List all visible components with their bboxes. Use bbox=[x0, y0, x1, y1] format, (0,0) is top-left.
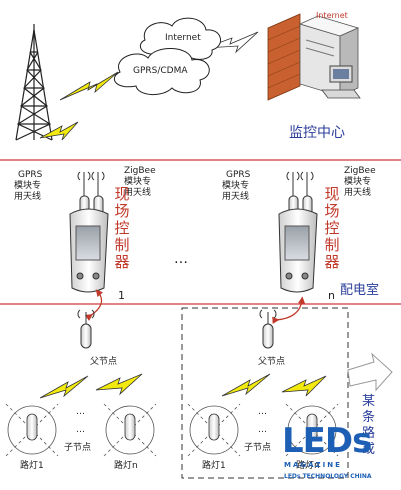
distribution-room-label: 配电室 bbox=[340, 283, 380, 298]
wireless-link-lightning-icon bbox=[39, 373, 327, 399]
street-lamp-label: 路灯1 bbox=[202, 461, 226, 471]
parent-node-antenna-icon bbox=[77, 309, 95, 349]
gprs-antenna-label-line: 模块专 bbox=[222, 181, 250, 191]
watermark-subtitle: MAGAZINE bbox=[284, 461, 342, 469]
street-lamp-label: 路灯n bbox=[114, 461, 138, 471]
parent-node-antenna-icon bbox=[259, 309, 277, 349]
node-ellipsis: … bbox=[76, 425, 85, 435]
zigbee-link-arrow bbox=[85, 289, 306, 324]
gprs-antenna-label: GPRS 模块专 用天线 bbox=[222, 170, 250, 203]
child-node-label: 子节点 bbox=[244, 443, 272, 453]
server-label: Internet bbox=[316, 11, 348, 20]
controller-index: 1 bbox=[118, 289, 125, 302]
node-ellipsis: … bbox=[258, 425, 267, 435]
street-lamp-node-icon bbox=[187, 403, 241, 457]
zigbee-antenna-label-line: 用天线 bbox=[124, 188, 152, 198]
road-section-label: 某条路或 bbox=[362, 394, 376, 457]
road-section-box bbox=[181, 307, 349, 479]
zigbee-antenna-label-line: 模块专 bbox=[344, 177, 372, 187]
zigbee-antenna-label-line: ZigBee bbox=[124, 166, 156, 176]
node-ellipsis: … bbox=[76, 407, 85, 417]
zigbee-antenna-label-line: ZigBee bbox=[344, 166, 376, 176]
gprs-cloud-icon bbox=[114, 47, 210, 95]
street-lamp-node-icon bbox=[103, 403, 157, 457]
field-controller-label: 现场控制器 bbox=[114, 185, 130, 271]
server-firewall-icon bbox=[267, 13, 361, 101]
gprs-antenna-label-line: 模块专 bbox=[14, 181, 42, 191]
node-ellipsis: … bbox=[258, 407, 267, 417]
gprs-antenna-label-line: 用天线 bbox=[14, 192, 42, 202]
radio-tower-icon bbox=[15, 24, 53, 141]
field-controller-device-icon bbox=[278, 171, 318, 293]
zigbee-antenna-label: ZigBee 模块专 用天线 bbox=[344, 166, 376, 199]
zigbee-antenna-label: ZigBee 模块专 用天线 bbox=[124, 166, 156, 199]
street-lamp-label: 路灯n bbox=[296, 461, 320, 471]
street-lamp-node-icon bbox=[285, 403, 339, 457]
controller-ellipsis: … bbox=[174, 251, 188, 267]
gprs-antenna-label-line: 用天线 bbox=[222, 192, 250, 202]
parent-node-label: 父节点 bbox=[258, 357, 286, 367]
child-node-label: 子节点 bbox=[64, 443, 92, 453]
street-lamp-label: 路灯1 bbox=[20, 461, 44, 471]
gprs-cloud-label: GPRS/CDMA bbox=[133, 66, 188, 76]
street-lamp-node-icon bbox=[5, 403, 59, 457]
field-controller-label: 现场控制器 bbox=[324, 185, 340, 271]
zigbee-antenna-label-line: 模块专 bbox=[124, 177, 152, 187]
gprs-antenna-label: GPRS 模块专 用天线 bbox=[14, 170, 42, 203]
gprs-antenna-label-line: GPRS bbox=[18, 170, 43, 180]
lightning-icon bbox=[39, 31, 259, 141]
parent-node-label: 父节点 bbox=[90, 357, 118, 367]
watermark-tagline: LEDs TECHNOLOGY CHINA bbox=[284, 473, 372, 480]
controller-index: n bbox=[328, 289, 335, 302]
field-controller-device-icon bbox=[69, 171, 109, 293]
gprs-antenna-label-line: GPRS bbox=[226, 170, 251, 180]
center-label: 监控中心 bbox=[289, 125, 345, 141]
hollow-arrow-icon bbox=[347, 352, 393, 392]
zigbee-antenna-label-line: 用天线 bbox=[344, 188, 372, 198]
watermark-logo: LEDs bbox=[282, 421, 372, 461]
internet-cloud-label: Internet bbox=[165, 33, 201, 43]
